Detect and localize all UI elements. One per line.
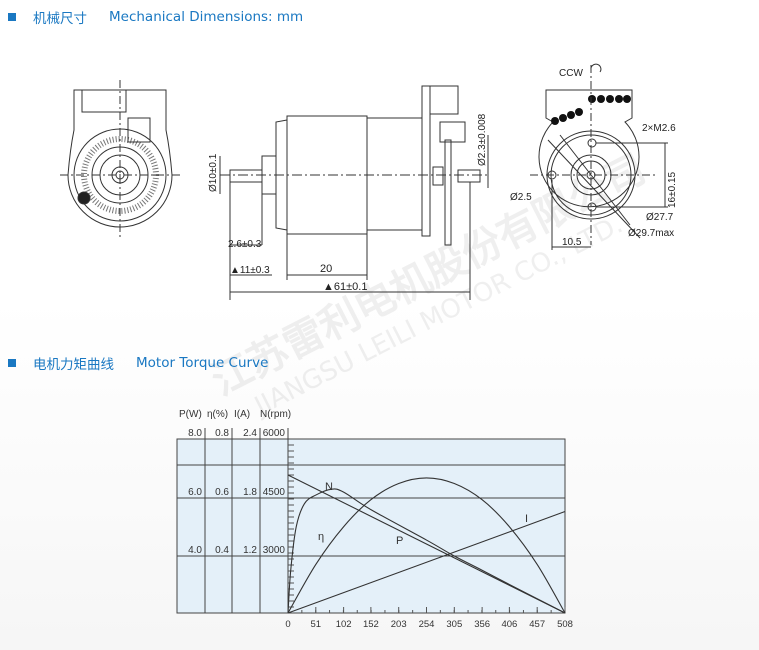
- x-tick-label: 305: [446, 619, 462, 630]
- y-tick-label: 6.0: [188, 487, 202, 498]
- x-tick-label: 356: [474, 619, 490, 630]
- section-title-torque: 电机力矩曲线 Motor Torque Curve: [8, 353, 268, 373]
- y-tick-label: 4500: [263, 487, 286, 498]
- series-label: η: [318, 531, 324, 543]
- x-tick-label: 508: [557, 619, 573, 630]
- series-line-N: [287, 474, 566, 614]
- x-tick-label: 51: [311, 619, 322, 630]
- axis-header: P(W): [179, 409, 202, 420]
- dim-rear-shaft: Ø2.3±0.008: [477, 113, 488, 166]
- dim-20: 20: [320, 263, 332, 275]
- y-tick-label: 8.0: [188, 428, 202, 439]
- mechanical-drawing: 2.6±0.3 ▲11±0.3 20 ▲61±0.1 Ø10±0.1 Ø2.3±…: [60, 63, 678, 300]
- pitch-label: 16±0.15: [667, 171, 678, 208]
- dim-11: ▲11±0.3: [230, 265, 270, 276]
- y-tick-label: 0.4: [215, 545, 229, 556]
- series-label: I: [525, 513, 528, 525]
- x-tick-label: 152: [363, 619, 379, 630]
- x-tick-label: 203: [391, 619, 407, 630]
- y-tick-label: 4.0: [188, 545, 202, 556]
- title-cn: 电机力矩曲线: [33, 357, 114, 373]
- y-tick-label: 0.6: [215, 487, 229, 498]
- dim-61: ▲61±0.1: [323, 281, 367, 293]
- rotation-arrow-icon: [590, 63, 602, 73]
- y-tick-label: 3000: [263, 545, 286, 556]
- series-label: P: [396, 535, 403, 547]
- max-dia-label: Ø29.7max: [628, 228, 674, 239]
- title-en: Motor Torque Curve: [136, 355, 269, 371]
- hole-label: Ø2.5: [510, 192, 532, 203]
- bullet-square-icon: [8, 13, 16, 21]
- dim-2-6: 2.6±0.3: [228, 239, 262, 250]
- y-tick-label: 0.8: [215, 428, 229, 439]
- plot-background: [176, 438, 566, 614]
- motor-end-view: CCW 2×M2.6 16±0.15 Ø2.5 Ø27.7 Ø29.7max 1…: [510, 63, 678, 250]
- x-tick-label: 457: [529, 619, 545, 630]
- bullet-square-icon: [8, 359, 16, 367]
- series-line-eta: [287, 488, 566, 614]
- y-tick-label: 1.2: [243, 545, 257, 556]
- x-tick-label: 254: [419, 619, 435, 630]
- axis-header: I(A): [234, 409, 250, 420]
- y-tick-label: 6000: [263, 428, 286, 439]
- screws-label: 2×M2.6: [642, 123, 676, 134]
- offset-label: 10.5: [562, 237, 582, 248]
- title-en: Mechanical Dimensions: mm: [109, 9, 304, 25]
- series-line-I: [287, 511, 566, 614]
- series-line-P: [287, 477, 566, 614]
- y-tick-label: 2.4: [243, 428, 257, 439]
- encoder-front-view: [60, 80, 180, 240]
- axis-header: η(%): [207, 409, 228, 420]
- dim-shaft-dia: Ø10±0.1: [208, 153, 219, 192]
- y-tick-label: 1.8: [243, 487, 257, 498]
- axis-header: N(rpm): [260, 409, 291, 420]
- section-title-dimensions: 机械尺寸 Mechanical Dimensions: mm: [8, 7, 303, 27]
- ccw-label: CCW: [559, 68, 583, 79]
- x-tick-label: 406: [501, 619, 517, 630]
- x-tick-label: 0: [285, 619, 290, 630]
- title-cn: 机械尺寸: [33, 11, 87, 27]
- motor-side-view: 2.6±0.3 ▲11±0.3 20 ▲61±0.1 Ø10±0.1 Ø2.3±…: [208, 85, 490, 300]
- x-tick-label: 102: [336, 619, 352, 630]
- body-dia-label: Ø27.7: [646, 212, 674, 223]
- series-label: N: [325, 481, 333, 493]
